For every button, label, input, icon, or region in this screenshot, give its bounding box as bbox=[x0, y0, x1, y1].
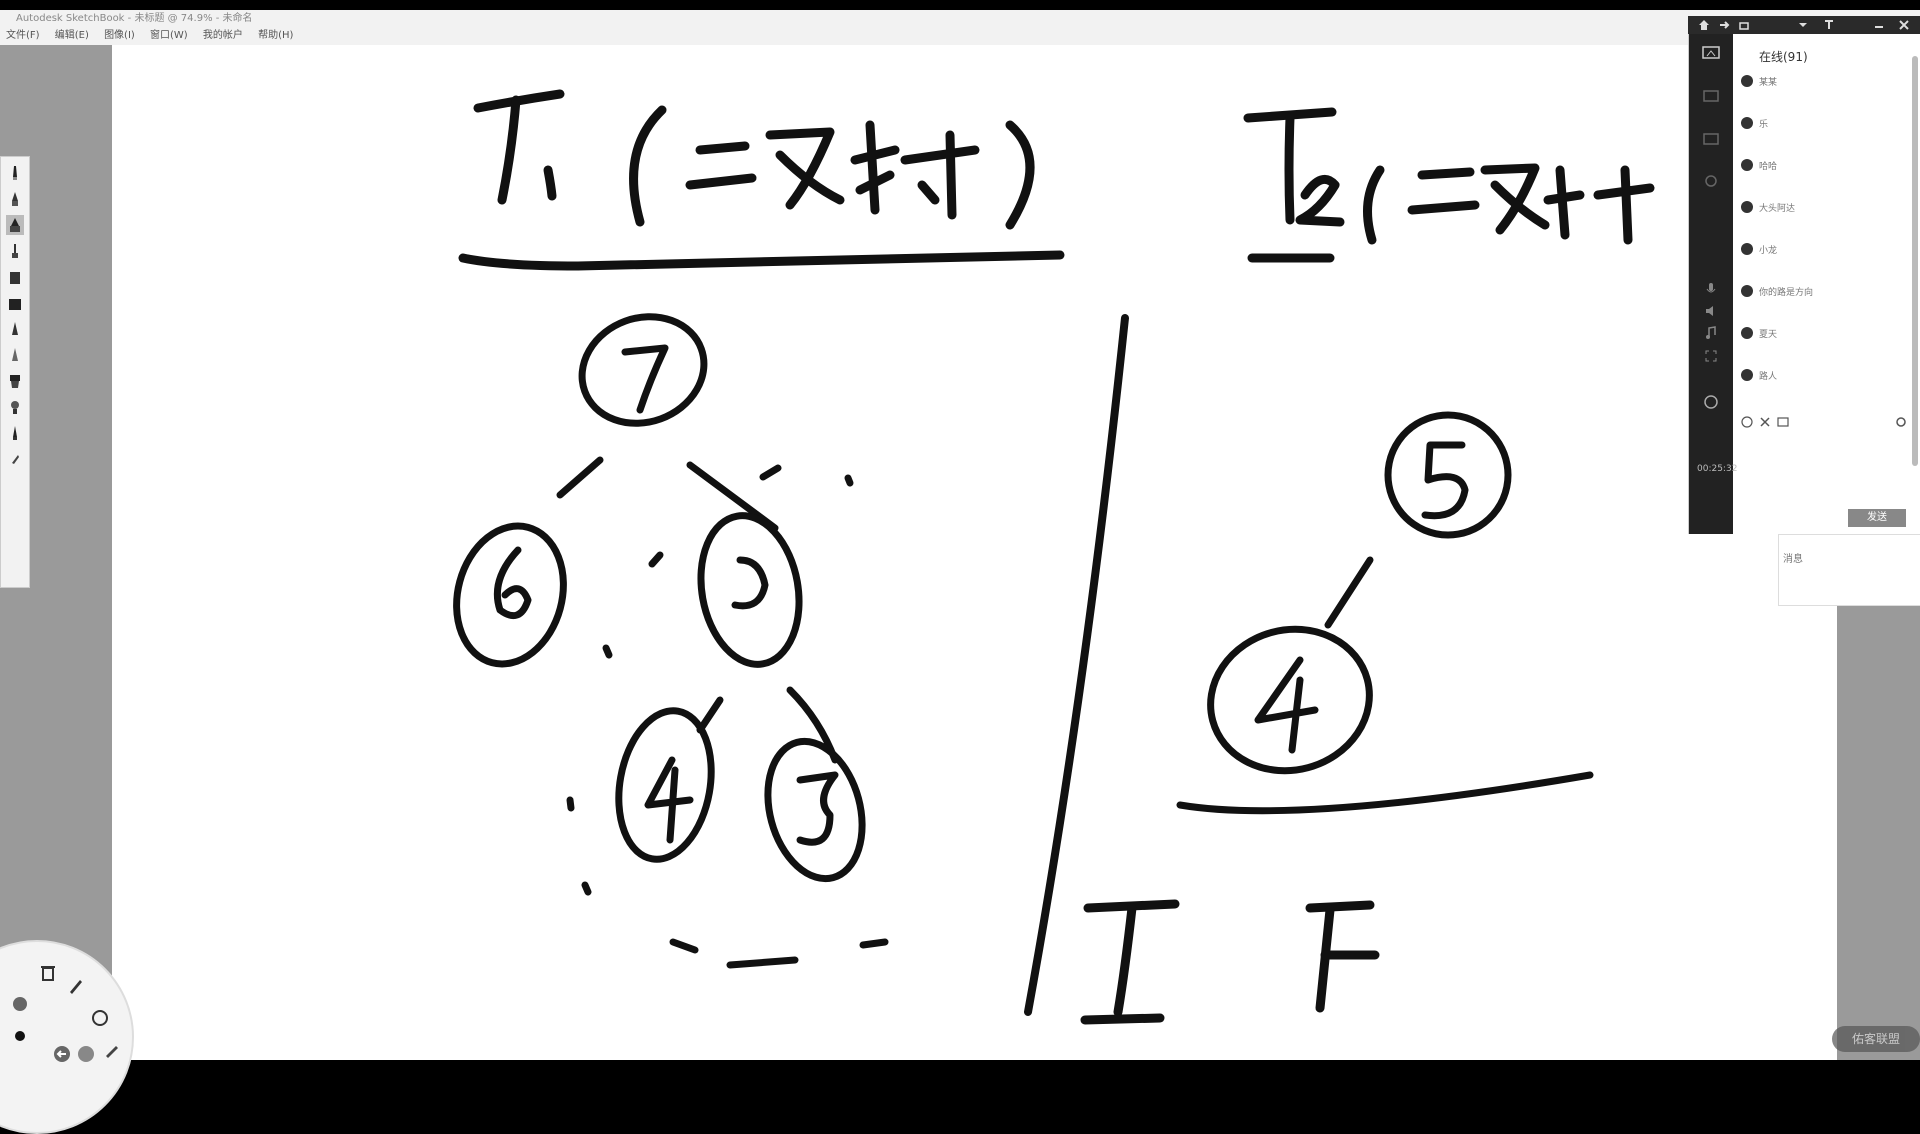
avatar bbox=[1741, 75, 1753, 87]
pin-icon[interactable] bbox=[1823, 19, 1835, 31]
t1-title-strokes bbox=[458, 89, 1065, 271]
drawing-canvas[interactable] bbox=[112, 45, 1837, 1060]
pen-tool-icon[interactable] bbox=[102, 1040, 122, 1060]
menu-file[interactable]: 文件(F) bbox=[6, 30, 40, 41]
close-icon[interactable] bbox=[1898, 19, 1910, 31]
window-titlebar: Autodesk SketchBook - 未标题 @ 74.9% - 未命名 bbox=[0, 10, 1920, 27]
live-sidebar: 00:25:32 bbox=[1689, 34, 1738, 534]
avatar bbox=[1741, 285, 1753, 297]
color-dot-icon[interactable] bbox=[10, 1026, 30, 1046]
t2-title-strokes bbox=[1243, 107, 1655, 263]
avatar bbox=[1741, 159, 1753, 171]
send-button[interactable]: 发送 bbox=[1848, 509, 1906, 527]
mic-icon[interactable] bbox=[1697, 282, 1725, 304]
ellipse-icon[interactable] bbox=[90, 1008, 110, 1028]
airbrush-icon[interactable] bbox=[6, 267, 24, 287]
t2-tree bbox=[1176, 411, 1594, 815]
message-popup bbox=[1778, 534, 1920, 606]
share-screen-button[interactable] bbox=[1697, 46, 1725, 68]
avatar bbox=[1741, 243, 1753, 255]
music-icon[interactable] bbox=[1697, 326, 1725, 348]
image-icon[interactable] bbox=[1777, 416, 1789, 428]
redo-icon[interactable] bbox=[76, 1044, 96, 1064]
chisel-icon[interactable] bbox=[6, 319, 24, 339]
live-chat-panel: 00:25:32 在线(91) 某某 乐 哈哈 大头阿达 小龙 你的路是方向 夏… bbox=[1688, 34, 1920, 534]
camera-button[interactable] bbox=[1697, 89, 1725, 111]
eraser-icon[interactable] bbox=[6, 371, 24, 391]
chat-item: 哈哈 bbox=[1741, 156, 1777, 174]
window-title: Autodesk SketchBook - 未标题 @ 74.9% - 未命名 bbox=[16, 13, 253, 24]
chat-item: 小龙 bbox=[1741, 240, 1777, 258]
smudge-icon[interactable] bbox=[6, 345, 24, 365]
pen-icon[interactable] bbox=[6, 189, 24, 209]
emoji-icon[interactable] bbox=[1741, 416, 1753, 428]
dropdown-icon[interactable] bbox=[1798, 20, 1808, 30]
record-button[interactable] bbox=[1697, 174, 1725, 196]
live-toolbar bbox=[1688, 16, 1920, 34]
t1-dashes bbox=[566, 464, 889, 969]
chat-item: 某某 bbox=[1741, 72, 1777, 90]
chat-item: 夏天 bbox=[1741, 324, 1777, 342]
trash-icon[interactable] bbox=[38, 962, 58, 982]
settings-icon[interactable] bbox=[1895, 416, 1907, 428]
message-label[interactable]: 消息 bbox=[1783, 554, 1803, 565]
speaker-icon[interactable] bbox=[1697, 304, 1725, 326]
pencil-icon[interactable] bbox=[6, 163, 24, 183]
avatar bbox=[1741, 117, 1753, 129]
color-icon[interactable] bbox=[10, 994, 30, 1014]
whiteboard-drawing bbox=[453, 89, 1655, 1025]
board-button[interactable] bbox=[1697, 132, 1725, 154]
small-brush-icon[interactable] bbox=[6, 449, 24, 469]
avatar bbox=[1741, 201, 1753, 213]
bottom-bar bbox=[0, 1060, 1920, 1080]
chat-input[interactable] bbox=[1741, 436, 1911, 506]
menu-window[interactable]: 窗口(W) bbox=[150, 30, 188, 41]
home-icon[interactable] bbox=[1698, 19, 1710, 31]
marker-icon[interactable] bbox=[6, 215, 24, 235]
menu-bar: 文件(F) 编辑(E) 图像(I) 窗口(W) 我的帐户 帮助(H) bbox=[0, 27, 1920, 45]
brush-icon[interactable] bbox=[6, 241, 24, 261]
avatar bbox=[1741, 327, 1753, 339]
cut-icon[interactable] bbox=[1759, 416, 1771, 428]
undo-icon[interactable] bbox=[52, 1044, 72, 1064]
t1-tree bbox=[453, 313, 866, 883]
chat-item: 大头阿达 bbox=[1741, 198, 1795, 216]
watermark: 佑客联盟 bbox=[1832, 1026, 1920, 1052]
fineliner-icon[interactable] bbox=[6, 423, 24, 443]
fullscreen-icon[interactable] bbox=[1697, 349, 1725, 371]
timer: 00:25:32 bbox=[1697, 464, 1738, 474]
online-count: 在线(91) bbox=[1759, 50, 1808, 64]
scrollbar[interactable] bbox=[1912, 56, 1918, 466]
menu-edit[interactable]: 编辑(E) bbox=[54, 30, 89, 41]
answer-strokes bbox=[1080, 899, 1380, 1025]
chat-item: 路人 bbox=[1741, 366, 1777, 384]
brush-palette bbox=[0, 156, 30, 588]
chat-item: 你的路是方向 bbox=[1741, 282, 1813, 300]
menu-image[interactable]: 图像(I) bbox=[104, 30, 135, 41]
brush-tool-icon[interactable] bbox=[66, 976, 86, 996]
blender-icon[interactable] bbox=[6, 397, 24, 417]
end-class-button[interactable] bbox=[1697, 394, 1725, 416]
minimize-icon[interactable] bbox=[1873, 19, 1885, 31]
chat-item: 乐 bbox=[1741, 114, 1768, 132]
paint-icon[interactable] bbox=[6, 293, 24, 313]
divider-stroke bbox=[1024, 314, 1129, 1016]
share-icon[interactable] bbox=[1738, 19, 1750, 31]
menu-help[interactable]: 帮助(H) bbox=[258, 30, 294, 41]
avatar bbox=[1741, 369, 1753, 381]
forward-icon[interactable] bbox=[1718, 19, 1730, 31]
menu-account[interactable]: 我的帐户 bbox=[202, 30, 243, 41]
